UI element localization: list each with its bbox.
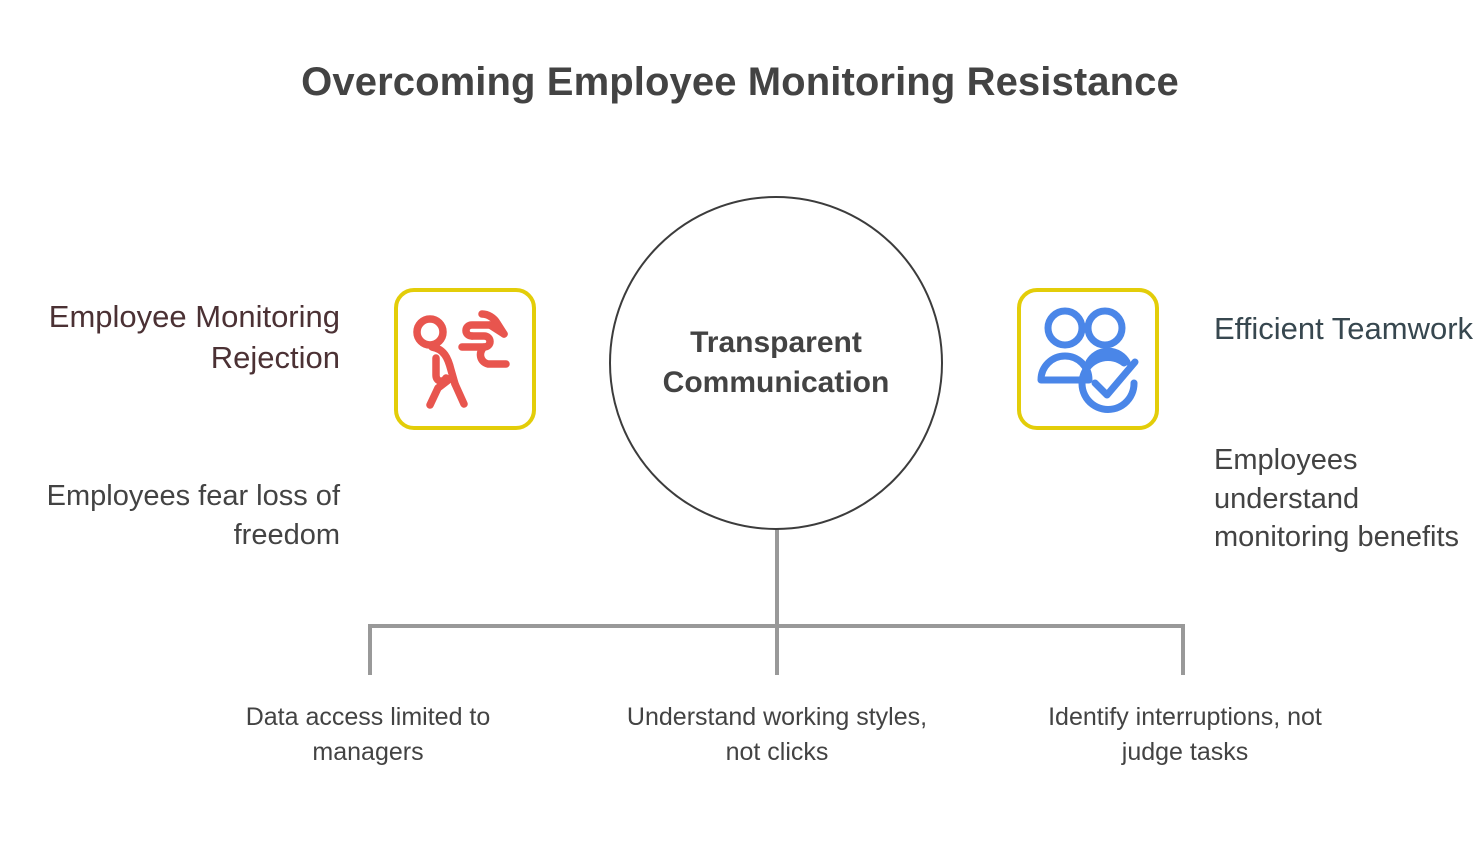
left-node-heading: Employee Monitoring Rejection <box>48 299 340 376</box>
team-check-icon <box>1037 307 1139 413</box>
right-icon-box[interactable] <box>1017 288 1159 430</box>
center-node-label: Transparent Communication <box>662 325 890 400</box>
branch-label-2: Understand working styles, not clicks <box>626 703 928 766</box>
right-node-heading: Efficient Teamwork <box>1214 311 1474 346</box>
page-title: Overcoming Employee Monitoring Resistanc… <box>301 60 1179 104</box>
center-node[interactable]: Transparent Communication <box>609 196 943 530</box>
person-walking-away-icon <box>413 310 510 409</box>
left-node-body: Employees fear loss of freedom <box>46 480 340 551</box>
left-icon-box[interactable] <box>394 288 536 430</box>
branch-label-3: Identify interruptions, not judge tasks <box>1048 703 1322 766</box>
right-node-body: Employees understand monitoring benefits <box>1214 444 1460 554</box>
branch-label-1: Data access limited to managers <box>245 703 491 766</box>
